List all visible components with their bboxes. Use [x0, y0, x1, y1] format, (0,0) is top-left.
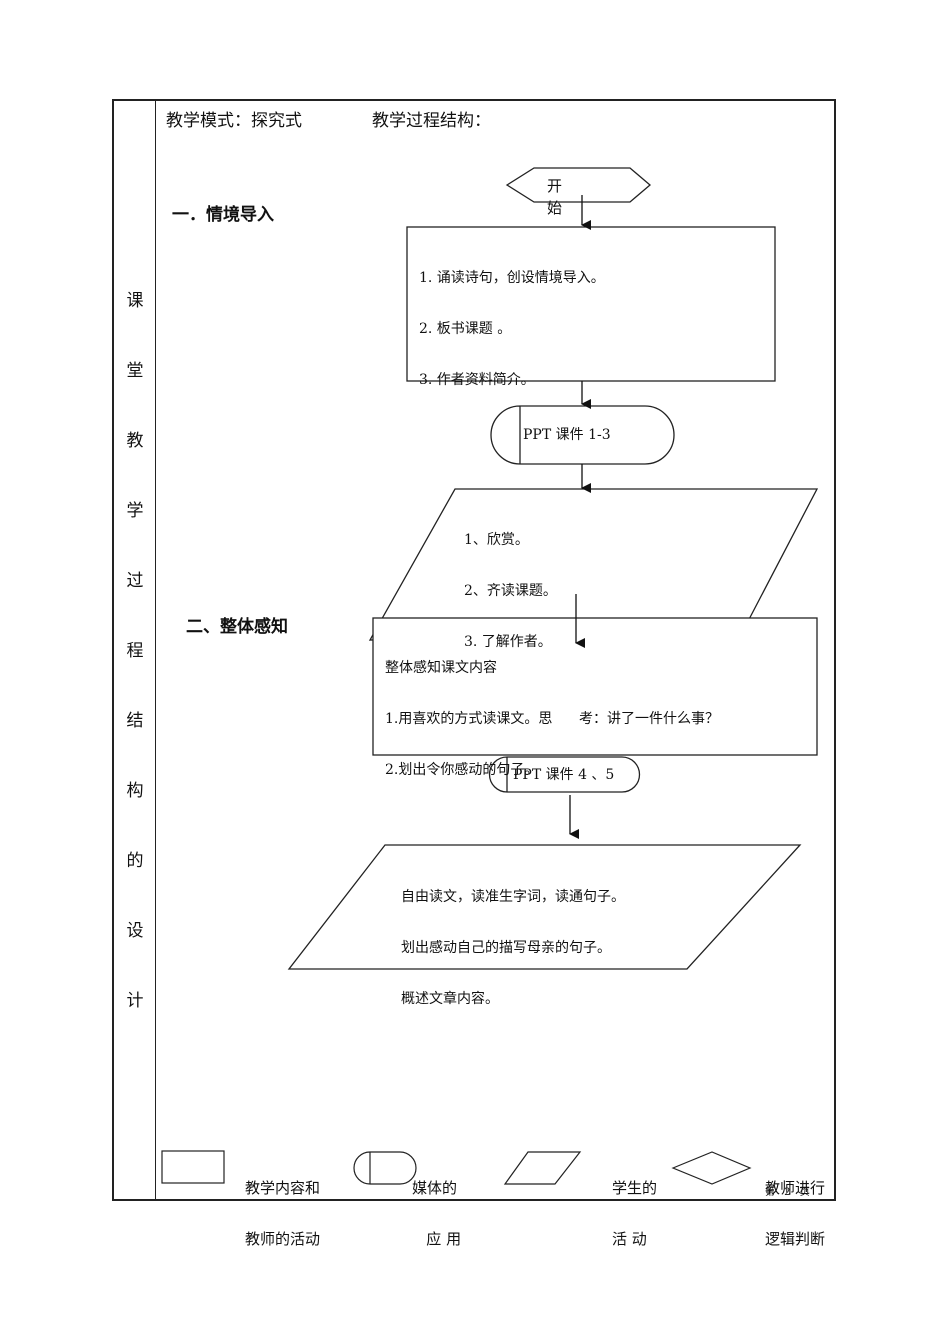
side-char: 教	[126, 431, 144, 451]
side-char: 学	[126, 501, 144, 521]
para1-line: 1、欣赏。	[464, 532, 529, 548]
legend-teacher-activity: 教学内容和 教师的活动	[245, 1146, 320, 1265]
column-divider	[155, 100, 156, 1200]
side-char: 过	[126, 571, 144, 591]
section-1-heading: 一．情境导入	[172, 205, 274, 225]
legend-line: 应 用	[412, 1230, 462, 1248]
teaching-mode: 教学模式：探究式	[166, 111, 302, 131]
student-activity-1	[368, 488, 819, 641]
para1-line: 2、齐读课题。	[464, 583, 557, 599]
legend-line: 教师进行	[765, 1179, 826, 1197]
para1-line: 3. 了解作者。	[464, 634, 552, 650]
legend-rect-icon	[161, 1150, 225, 1184]
para2-line: 划出感动自己的描写母亲的句子。	[401, 940, 611, 956]
legend-line: 活 动	[612, 1230, 647, 1248]
box2-line: 整体感知课文内容	[385, 660, 497, 676]
process-structure-label: 教学过程结构：	[372, 111, 491, 131]
media-shape-2	[488, 756, 641, 793]
student-activity-2	[287, 844, 802, 970]
process-box-2-text: 整体感知课文内容 1.用喜欢的方式读课文。思 考：讲了一件什么事？ 2.划出令你…	[385, 626, 719, 796]
side-char: 堂	[126, 361, 144, 381]
side-char: 课	[126, 291, 144, 311]
student-activity-2-text: 自由读文，读准生字词，读通句子。 划出感动自己的描写母亲的句子。 概述文章内容。	[401, 855, 625, 1025]
page-number: 第 2 页	[765, 1187, 813, 1198]
process-box-2	[372, 617, 818, 756]
para2-line: 自由读文，读准生字词，读通句子。	[401, 889, 625, 905]
legend-line: 逻辑判断	[765, 1230, 826, 1248]
legend-parallelogram-icon	[503, 1151, 582, 1185]
legend-line: 学生的	[612, 1179, 658, 1197]
side-char: 构	[126, 781, 144, 801]
process-box-1-text: 1. 诵读诗句，创设情境导入。 2. 板书课题 。 3. 作者资料简介。	[419, 236, 605, 406]
process-box-1	[406, 226, 776, 382]
box1-line: 2. 板书课题 。	[419, 321, 512, 337]
media-1-label: PPT 课件 1-3	[523, 427, 611, 443]
box2-line: 1.用喜欢的方式读课文。思 考：讲了一件什么事？	[385, 711, 720, 727]
side-char: 设	[126, 921, 144, 941]
start-label: 开 始	[547, 175, 567, 219]
legend-diamond-icon	[671, 1151, 752, 1185]
side-char: 计	[126, 991, 144, 1011]
box1-line: 3. 作者资料简介。	[419, 372, 535, 388]
side-char: 的	[126, 851, 144, 871]
para2-line: 概述文章内容。	[401, 991, 499, 1007]
legend-line: 教学内容和	[245, 1179, 321, 1197]
side-char: 程	[126, 641, 144, 661]
design-table-frame	[112, 99, 836, 1201]
box1-line: 1. 诵读诗句，创设情境导入。	[419, 270, 605, 286]
legend-line: 媒体的	[412, 1179, 458, 1197]
section-2-heading: 二、整体感知	[186, 617, 288, 637]
start-terminator	[505, 167, 652, 203]
legend-media-application: 媒体的 应 用	[412, 1146, 461, 1265]
side-char: 结	[126, 711, 144, 731]
media-shape-1	[490, 405, 675, 465]
legend-student-activity: 学生的 活 动	[612, 1146, 657, 1265]
legend-line: 教师的活动	[245, 1230, 321, 1248]
box2-line: 2.划出令你感动的句子。	[385, 762, 539, 778]
legend-media-icon	[353, 1151, 417, 1185]
student-activity-1-text: 1、欣赏。 2、齐读课题。 3. 了解作者。	[464, 498, 557, 668]
legend-logic-judgment: 教师进行 逻辑判断	[765, 1146, 825, 1265]
start-label-line: 始	[547, 199, 563, 217]
media-2-label: PPT 课件 4 、5	[513, 767, 615, 783]
start-label-line: 开	[547, 177, 563, 195]
